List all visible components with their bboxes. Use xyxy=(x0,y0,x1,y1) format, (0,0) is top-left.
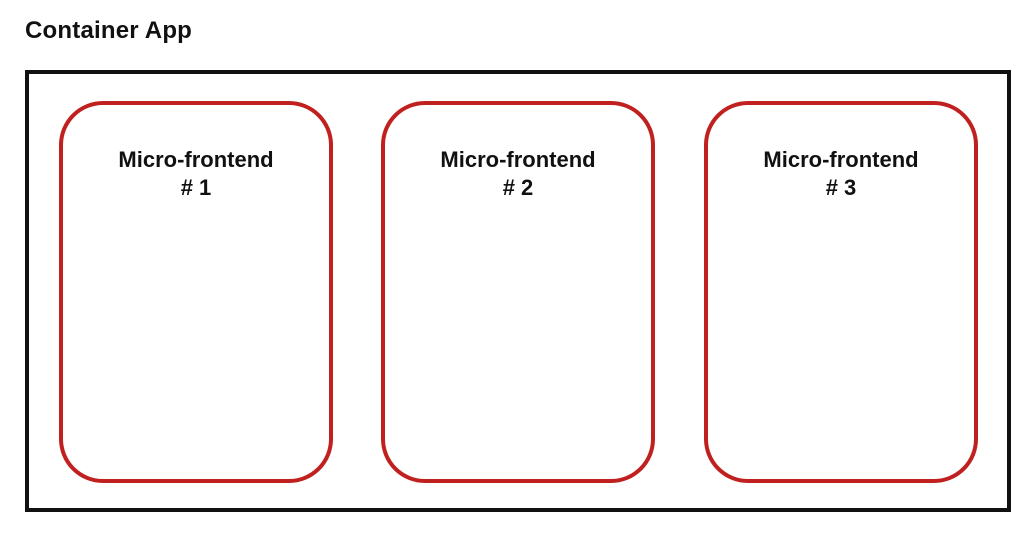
micro-frontend-label-3: Micro-frontend # 3 xyxy=(708,146,974,202)
micro-frontend-number-1: # 1 xyxy=(180,175,212,200)
micro-frontend-number-2: # 2 xyxy=(502,175,534,200)
micro-frontend-name-1: Micro-frontend xyxy=(118,147,274,172)
container-app-title: Container App xyxy=(25,17,193,44)
micro-frontend-number-3: # 3 xyxy=(825,175,857,200)
container-app-frame xyxy=(25,70,1011,512)
micro-frontend-name-2: Micro-frontend xyxy=(440,147,596,172)
micro-frontend-name-3: Micro-frontend xyxy=(763,147,919,172)
micro-frontend-box-1: Micro-frontend # 1 xyxy=(59,101,333,483)
micro-frontend-label-2: Micro-frontend # 2 xyxy=(385,146,651,202)
micro-frontend-box-3: Micro-frontend # 3 xyxy=(704,101,978,483)
micro-frontend-label-1: Micro-frontend # 1 xyxy=(63,146,329,202)
micro-frontend-box-2: Micro-frontend # 2 xyxy=(381,101,655,483)
